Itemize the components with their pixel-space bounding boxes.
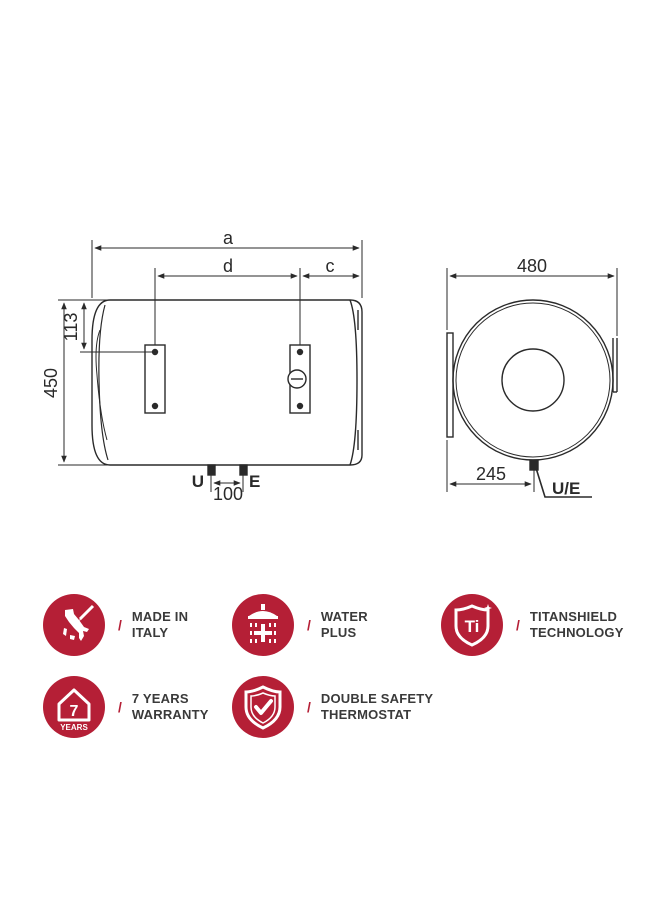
- separator-slash: /: [307, 699, 311, 715]
- feature-made-in-italy: / MADE IN ITALY: [43, 594, 188, 656]
- flange-circle: [501, 348, 565, 412]
- feature-label: DOUBLE SAFETY THERMOSTAT: [320, 691, 434, 722]
- feature-warranty: 7 YEARS / 7 YEARS WARRANTY: [43, 676, 209, 738]
- wall-bracket: [446, 332, 454, 438]
- label-450: 450: [41, 368, 61, 398]
- tank-outer-circle: [452, 299, 614, 461]
- label-u: U: [192, 472, 204, 491]
- tank-body: [110, 299, 363, 466]
- label-ue: U/E: [552, 479, 580, 498]
- feature-label: WATER PLUS: [320, 609, 368, 640]
- italy-map-icon: [43, 594, 105, 656]
- feature-label: 7 YEARS WARRANTY: [131, 691, 209, 722]
- tank-inner-circle: [455, 302, 611, 458]
- safety-shield-check-icon: [232, 676, 294, 738]
- label-100: 100: [213, 484, 243, 504]
- separator-slash: /: [307, 617, 311, 633]
- feature-label: MADE IN ITALY: [131, 609, 189, 640]
- label-245: 245: [476, 464, 506, 484]
- pipe-e: [239, 464, 248, 476]
- left-mounting-bracket: [144, 344, 166, 414]
- feature-double-safety: / DOUBLE SAFETY THERMOSTAT: [232, 676, 433, 738]
- separator-slash: /: [118, 617, 122, 633]
- shower-plus-icon: [232, 594, 294, 656]
- label-d: d: [223, 256, 233, 276]
- separator-slash: /: [516, 617, 520, 633]
- feature-label: TITANSHIELD TECHNOLOGY: [529, 609, 624, 640]
- side-view: [58, 240, 363, 492]
- separator-slash: /: [118, 699, 122, 715]
- technical-drawing: a d c 113 450 100 U E 480 245 U/E: [41, 228, 618, 504]
- svg-text:YEARS: YEARS: [60, 723, 88, 732]
- pipe-u: [207, 464, 216, 476]
- feature-water-plus: / WATER PLUS: [232, 594, 368, 656]
- label-e: E: [249, 472, 260, 491]
- tank-left-cap: [91, 299, 111, 466]
- leader-ue: [535, 467, 592, 498]
- front-view: [446, 268, 618, 498]
- ti-shield-icon: Ti: [441, 594, 503, 656]
- svg-text:7: 7: [70, 703, 79, 720]
- svg-text:Ti: Ti: [465, 617, 480, 636]
- label-c: c: [326, 256, 335, 276]
- label-a: a: [223, 228, 234, 248]
- label-480: 480: [517, 256, 547, 276]
- label-113: 113: [61, 313, 81, 342]
- feature-titanshield: Ti / TITANSHIELD TECHNOLOGY: [441, 594, 624, 656]
- warranty-house-icon: 7 YEARS: [43, 676, 105, 738]
